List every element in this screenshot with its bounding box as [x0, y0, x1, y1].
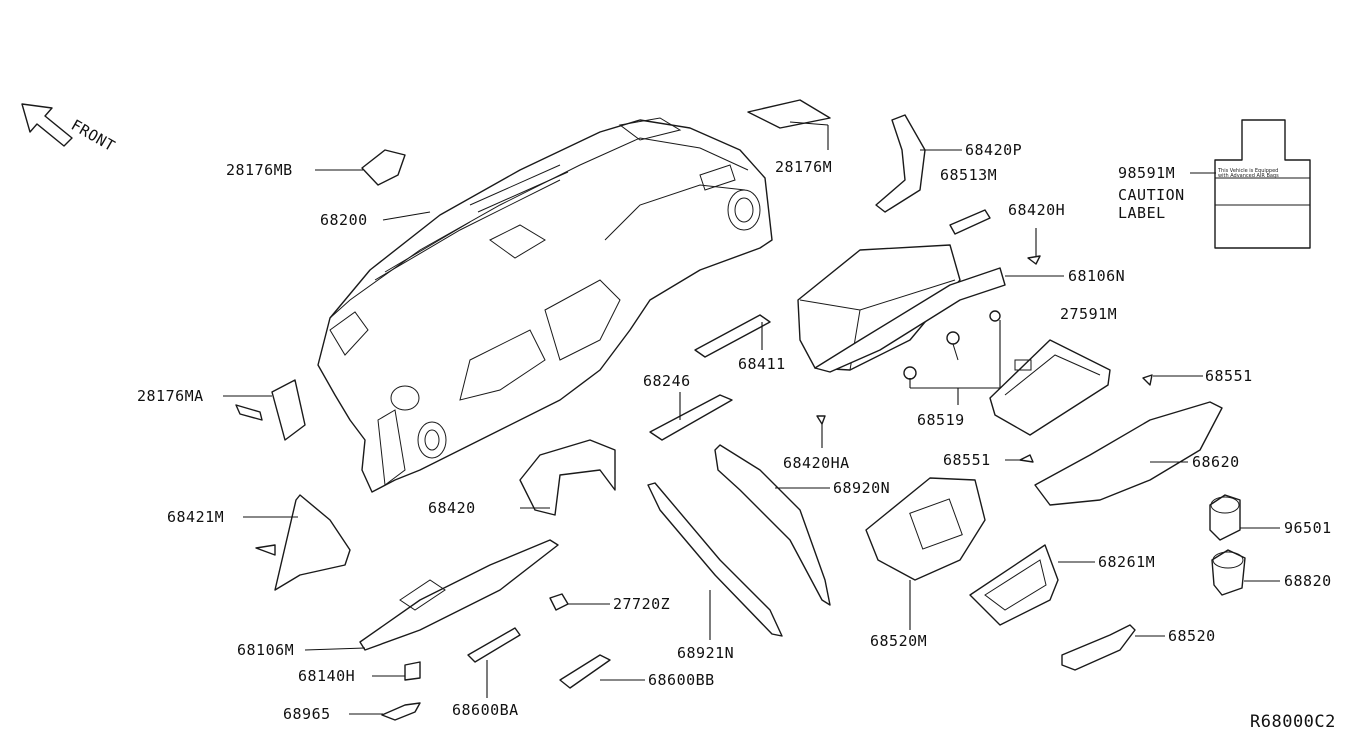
callout-68519: 68519: [917, 411, 965, 429]
part-68520M: [865, 477, 986, 581]
callout-28176MA: 28176MA: [137, 387, 204, 405]
part-68551-lower: [1019, 454, 1034, 463]
callout-68106N: 68106N: [1068, 267, 1125, 285]
callout-68106M: 68106M: [237, 641, 294, 659]
callout-68600BB: 68600BB: [648, 671, 715, 689]
part-68519: [903, 310, 1001, 380]
part-68246: [649, 394, 733, 441]
callout-68551-upper: 68551: [1205, 367, 1253, 385]
part-68420P: [875, 114, 926, 213]
part-68411: [694, 314, 771, 358]
callout-27591M: 27591M: [1060, 305, 1117, 323]
part-28176MB: [361, 149, 406, 186]
part-68551-upper: [1142, 374, 1153, 386]
part-27720Z: [549, 593, 569, 611]
part-68965: [381, 702, 421, 721]
callout-68520M: 68520M: [870, 632, 927, 650]
caution-label-text-1: This Vehicle is Equipped: [1217, 168, 1278, 174]
part-27591M: [989, 339, 1111, 436]
callout-68921N: 68921N: [677, 644, 734, 662]
callout-68965: 68965: [283, 705, 331, 723]
part-68140H: [404, 661, 421, 681]
callout-27720Z: 27720Z: [613, 595, 670, 613]
callout-68920N: 68920N: [833, 479, 890, 497]
part-68520: [1061, 624, 1136, 671]
callout-68420H: 68420H: [1008, 201, 1065, 219]
part-68261M: [969, 544, 1059, 626]
callout-68420: 68420: [428, 499, 476, 517]
part-28176M: [747, 99, 831, 129]
front-label: FRONT: [68, 116, 118, 155]
part-68420HA: [816, 415, 826, 425]
callout-labels: 28176MB 68200 28176M 68420P 68513M 68420…: [137, 141, 1332, 723]
callout-28176MB: 28176MB: [226, 161, 293, 179]
caution-title-line1: CAUTION: [1118, 186, 1185, 204]
part-68420H: [1027, 255, 1041, 265]
callout-68246: 68246: [643, 372, 691, 390]
callout-68513M: 68513M: [940, 166, 997, 184]
callout-68420P: 68420P: [965, 141, 1022, 159]
caution-label-text-2: with Advanced AIR Bags: [1218, 173, 1279, 179]
callout-68421M: 68421M: [167, 508, 224, 526]
part-68820: [1211, 549, 1246, 596]
caution-label-drawing: This Vehicle is Equipped with Advanced A…: [1214, 119, 1311, 249]
instrument-panel-68200: [317, 117, 773, 493]
part-68420: [519, 439, 616, 516]
callout-68140H: 68140H: [298, 667, 355, 685]
callout-96501: 96501: [1284, 519, 1332, 537]
callout-68200: 68200: [320, 211, 368, 229]
part-68513M: [949, 209, 991, 235]
callout-68520: 68520: [1168, 627, 1216, 645]
part-68106N: [797, 244, 1006, 373]
callout-68551-lower: 68551: [943, 451, 991, 469]
callout-68420HA: 68420HA: [783, 454, 850, 472]
part-68620: [1034, 401, 1223, 506]
front-arrow-icon: [21, 103, 73, 147]
callout-68411: 68411: [738, 355, 786, 373]
caution-title-line2: LABEL: [1118, 204, 1166, 222]
part-68600BA: [467, 627, 521, 663]
diagram-code: R68000C2: [1250, 712, 1336, 732]
callout-68620: 68620: [1192, 453, 1240, 471]
callout-68820: 68820: [1284, 572, 1332, 590]
leader-lines: [223, 121, 1280, 715]
part-68421M: [255, 494, 351, 591]
callout-68600BA: 68600BA: [452, 701, 519, 719]
part-68921N: [647, 482, 783, 637]
callout-68261M: 68261M: [1098, 553, 1155, 571]
callout-98591M: 98591M: [1118, 164, 1175, 182]
part-28176MA: [235, 379, 306, 441]
part-96501: [1209, 494, 1241, 541]
callout-28176M: 28176M: [775, 158, 832, 176]
part-68920N: [714, 444, 831, 606]
part-68600BB: [559, 654, 611, 689]
part-68106M: [359, 539, 559, 651]
